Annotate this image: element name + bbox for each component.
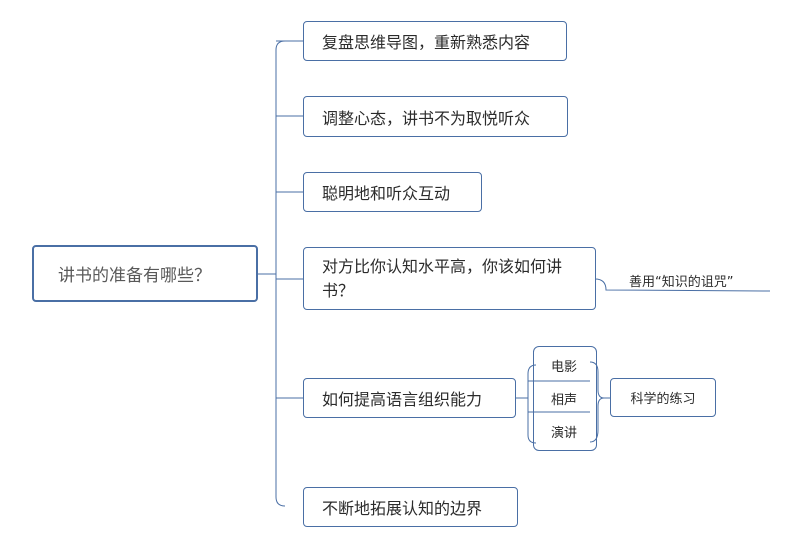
branch-topic-2[interactable]: 调整心态，讲书不为取悦听众 [303, 96, 568, 137]
child-topic-crosstalk[interactable]: 相声 [551, 389, 577, 408]
branch-topic-label: 对方比你认知水平高，你该如何讲书？ [322, 256, 563, 300]
child-topic-label: 演讲 [551, 426, 578, 441]
child-topic-label: 相声 [551, 393, 578, 408]
child-topic-label: 电影 [551, 360, 578, 375]
child-topic-curse[interactable]: 善用“知识的诅咒” [629, 271, 733, 290]
child-connector-group [515, 364, 537, 444]
branch-topic-6[interactable]: 不断地拓展认知的边界 [303, 487, 518, 527]
branch-topic-4[interactable]: 对方比你认知水平高，你该如何讲书？ [303, 247, 596, 310]
branch-topic-3[interactable]: 聪明地和听众互动 [303, 172, 482, 212]
branch-topic-label: 复盘思维导图，重新熟悉内容 [322, 33, 531, 52]
child-topic-film[interactable]: 电影 [551, 356, 577, 375]
branch-topic-1[interactable]: 复盘思维导图，重新熟悉内容 [303, 21, 567, 61]
branch-topic-label: 如何提高语言组织能力 [322, 390, 483, 409]
child-topic-group [533, 346, 597, 451]
root-topic-label: 讲书的准备有哪些？ [58, 266, 211, 286]
child-topic-speech[interactable]: 演讲 [551, 422, 577, 441]
branch-topic-5[interactable]: 如何提高语言组织能力 [303, 378, 516, 418]
branch-topic-label: 不断地拓展认知的边界 [322, 499, 483, 518]
spine-line [275, 40, 286, 507]
child-topic-label: 善用“知识的诅咒” [629, 275, 734, 290]
branch-topic-label: 调整心态，讲书不为取悦听众 [322, 108, 531, 128]
child-connector-curse [594, 278, 771, 292]
root-topic[interactable]: 讲书的准备有哪些？ [32, 245, 258, 302]
summary-topic-label: 科学的练习 [630, 392, 696, 407]
summary-topic[interactable]: 科学的练习 [610, 378, 716, 417]
branch-topic-label: 聪明地和听众互动 [322, 184, 451, 203]
